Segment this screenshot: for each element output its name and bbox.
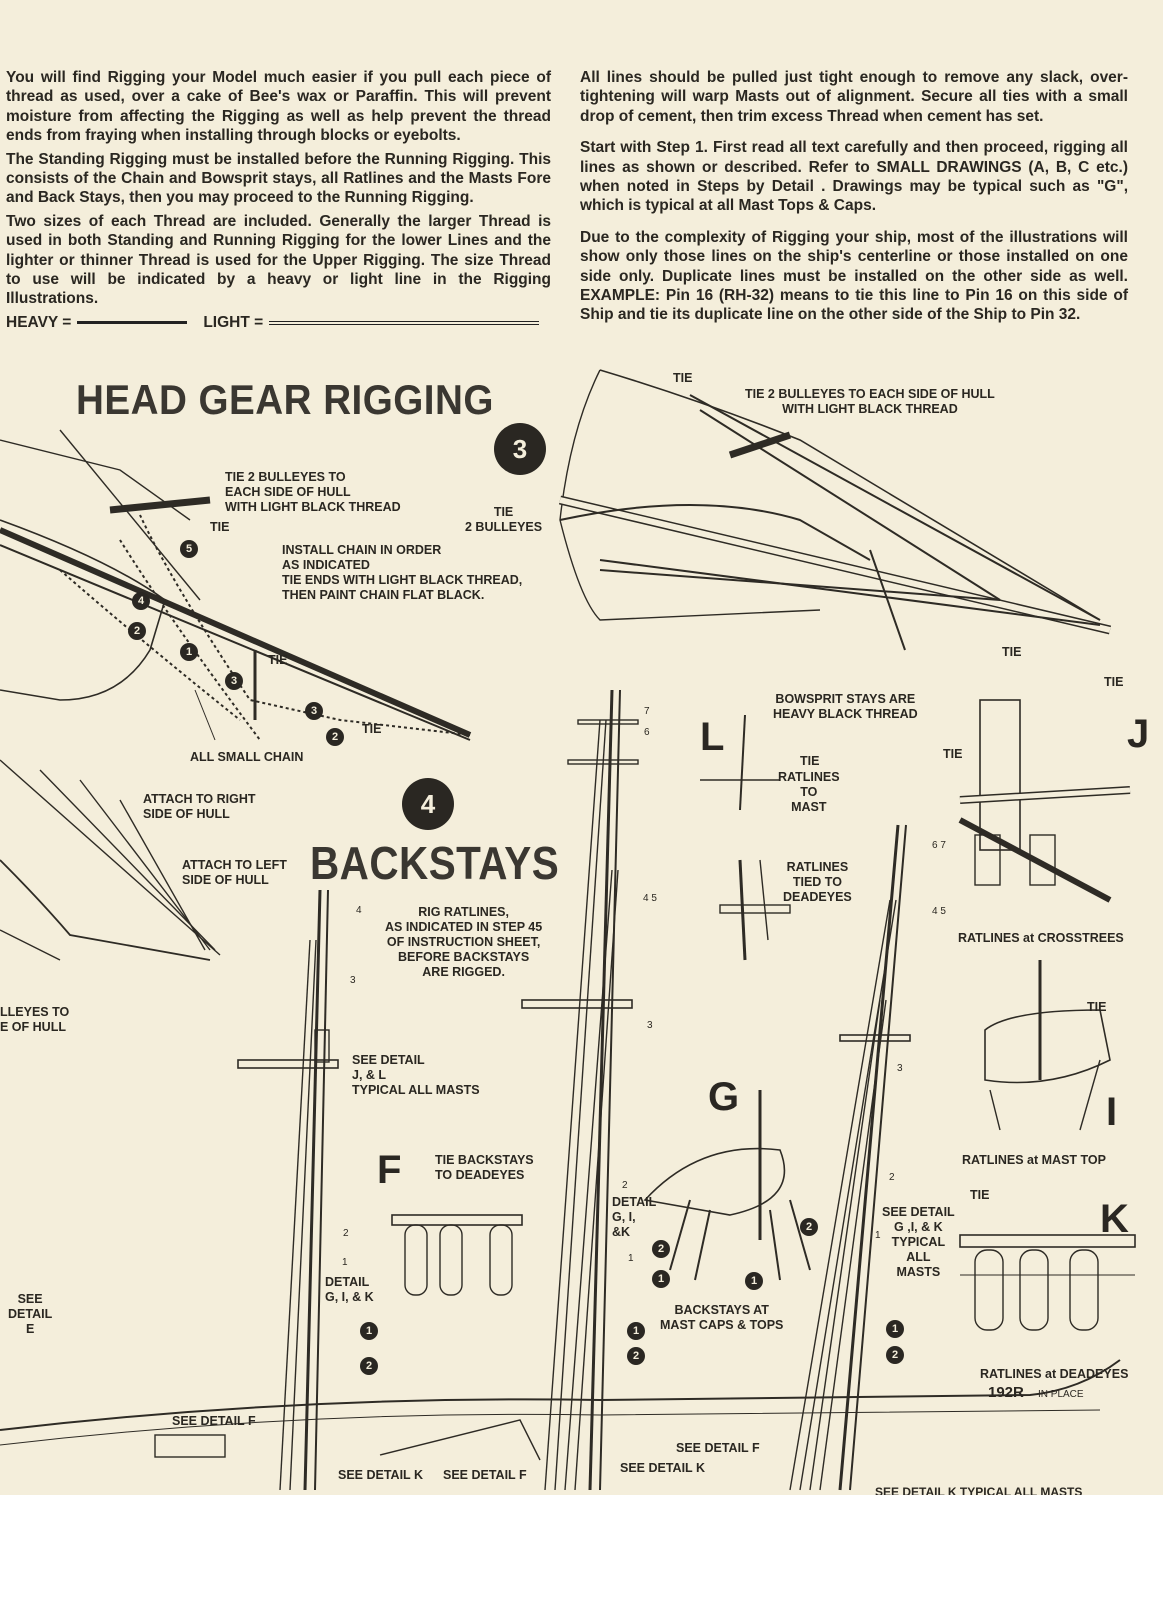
legend-light-label: LIGHT = [203, 313, 264, 331]
head-gear-title: HEAD GEAR RIGGING [76, 376, 494, 423]
attach-right-label: ATTACH TO RIGHT SIDE OF HULL [143, 792, 256, 821]
rigging-illustrations [0, 369, 1136, 1491]
mast-pin-number: 3 [350, 975, 356, 986]
mast-pin-number: 3 [897, 1063, 903, 1074]
mast-pin-number: 4 5 [643, 893, 657, 904]
chain-number: 3 [305, 702, 323, 720]
backstay-callout-1: 1 [360, 1322, 378, 1340]
legend-light-line [269, 320, 540, 325]
backstays-title: BACKSTAYS [310, 837, 560, 889]
see-detail-gik-right-label: SEE DETAIL G ,I, & K TYPICAL ALL MASTS [882, 1205, 955, 1279]
rig-ratlines-label: RIG RATLINES, AS INDICATED IN STEP 45 OF… [385, 905, 543, 979]
see-detail-jl-label: SEE DETAIL J, & L TYPICAL ALL MASTS [352, 1053, 480, 1097]
chain-number: 3 [225, 672, 243, 690]
see-detail-k-label: SEE DETAIL K [620, 1461, 705, 1475]
backstay-callout-2: 2 [360, 1357, 378, 1375]
backstay-callout-2: 2 [627, 1347, 645, 1365]
ratlines-to-mast-label: RATLINES TO MAST [778, 770, 840, 814]
chain-number: 2 [326, 728, 344, 746]
see-detail-e-label: SEE DETAIL E [8, 1292, 53, 1336]
chain-number: 5 [180, 540, 198, 558]
g-callout: 2 [652, 1240, 670, 1258]
see-detail-k-label: SEE DETAIL K [338, 1468, 423, 1482]
tie-label: TIE [210, 520, 230, 534]
see-detail-f-label: SEE DETAIL F [443, 1468, 527, 1482]
tie-label: TIE [943, 747, 963, 761]
intro-paragraph-4: All lines should be pulled just tight en… [580, 69, 1128, 125]
intro-paragraph-6: Due to the complexity of Rigging your sh… [580, 228, 1128, 324]
mast-pin-number: 7 [644, 706, 650, 717]
tie-label: TIE [1104, 675, 1124, 689]
tie-label: TIE [362, 722, 382, 736]
detail-f-letter: F [377, 1148, 402, 1192]
legend-heavy-label: HEAVY = [6, 313, 72, 331]
intro-paragraph-1: You will find Rigging your Model much ea… [6, 69, 551, 145]
tie-label: TIE [673, 371, 693, 385]
mast-pin-number: 1 [628, 1253, 634, 1264]
mast-pin-number: 2 [343, 1228, 349, 1239]
detail-gik-mid-label: DETAIL G, I, &K [612, 1195, 657, 1239]
step-3-badge: 3 [494, 423, 546, 475]
detail-j-letter: J [1127, 712, 1150, 756]
intro-paragraph-3: Two sizes of each Thread are included. G… [6, 212, 551, 308]
mast-pin-number: 2 [622, 1180, 628, 1191]
detail-k-letter: K [1100, 1197, 1129, 1241]
tie-backstays-caption: TIE BACKSTAYS TO DEADEYES [435, 1153, 534, 1182]
all-small-chain-label: ALL SMALL CHAIN [190, 750, 304, 764]
backstay-callout-1: 1 [627, 1322, 645, 1340]
mast-pin-number: 1 [342, 1257, 348, 1268]
tie-label: TIE [268, 653, 288, 667]
mast-pin-number: 1 [875, 1230, 881, 1241]
detail-g-letter: G [708, 1075, 740, 1119]
instruction-sheet: You will find Rigging your Model much ea… [0, 0, 1163, 1495]
mast-pin-number: 6 [644, 727, 650, 738]
chain-number: 4 [132, 592, 150, 610]
bulleyes-partial-label: LLEYES TO E OF HULL [0, 1005, 70, 1034]
detail-l-letter: L [700, 715, 725, 759]
thread-legend: HEAVY = LIGHT = [6, 313, 551, 332]
mast-pin-number: 3 [647, 1020, 653, 1031]
g-callout: 1 [745, 1272, 763, 1290]
chain-number: 1 [180, 643, 198, 661]
intro-paragraph-2: The Standing Rigging must be installed b… [6, 150, 551, 207]
mast-pin-number: 6 7 [932, 840, 946, 851]
bowsprit-stays-label: BOWSPRIT STAYS ARE HEAVY BLACK THREAD [773, 692, 918, 721]
tie-2-bulleyes-label: TIE 2 BULLEYES [465, 505, 543, 534]
ratlines-deadeyes-caption: RATLINES at DEADEYES [980, 1367, 1129, 1381]
g-callout: 1 [652, 1270, 670, 1288]
backstays-mast-caps-caption: BACKSTAYS AT MAST CAPS & TOPS [660, 1303, 784, 1332]
tie-label: TIE [970, 1188, 990, 1202]
backstay-callout-1: 1 [886, 1320, 904, 1338]
tie-bulleyes-right-label: TIE 2 BULLEYES TO EACH SIDE OF HULL WITH… [745, 387, 995, 416]
mast-pin-number: 4 5 [932, 906, 946, 917]
see-detail-f-label: SEE DETAIL F [676, 1441, 760, 1455]
intro-paragraph-5: Start with Step 1. First read all text c… [580, 139, 1128, 215]
ratlines-crosstrees-caption: RATLINES at CROSSTREES [958, 931, 1124, 945]
mast-pin-number: 4 [356, 905, 362, 916]
detail-i-letter: I [1106, 1090, 1118, 1134]
intro-right-column: All lines should be pulled just tight en… [580, 68, 1128, 329]
tie-label: TIE [1002, 645, 1022, 659]
ratlines-mast-top-caption: RATLINES at MAST TOP [962, 1153, 1106, 1167]
tie-label: TIE [800, 754, 820, 768]
see-detail-k-typical-label: SEE DETAIL K TYPICAL ALL MASTS [875, 1485, 1083, 1495]
tie-label: TIE [1087, 1000, 1107, 1014]
backstay-callout-2: 2 [886, 1346, 904, 1364]
tie-bulleyes-left-label: TIE 2 BULLEYES TO EACH SIDE OF HULL WITH… [225, 470, 401, 514]
chain-number: 2 [128, 622, 146, 640]
ratlines-deadeyes-label: RATLINES TIED TO DEADEYES [783, 860, 852, 904]
legend-heavy-line [77, 321, 188, 325]
in-place-label: IN PLACE [1038, 1389, 1084, 1400]
see-detail-f-label: SEE DETAIL F [172, 1414, 256, 1428]
attach-left-label: ATTACH TO LEFT SIDE OF HULL [182, 858, 287, 887]
detail-gik-left-label: DETAIL G, I, & K [325, 1275, 374, 1304]
g-callout: 2 [800, 1218, 818, 1236]
intro-left-column: You will find Rigging your Model much ea… [6, 68, 551, 332]
part-number: 192R [988, 1384, 1024, 1401]
install-chain-label: INSTALL CHAIN IN ORDER AS INDICATED TIE … [282, 543, 523, 602]
mast-pin-number: 2 [889, 1172, 895, 1183]
step-4-badge: 4 [402, 778, 454, 830]
